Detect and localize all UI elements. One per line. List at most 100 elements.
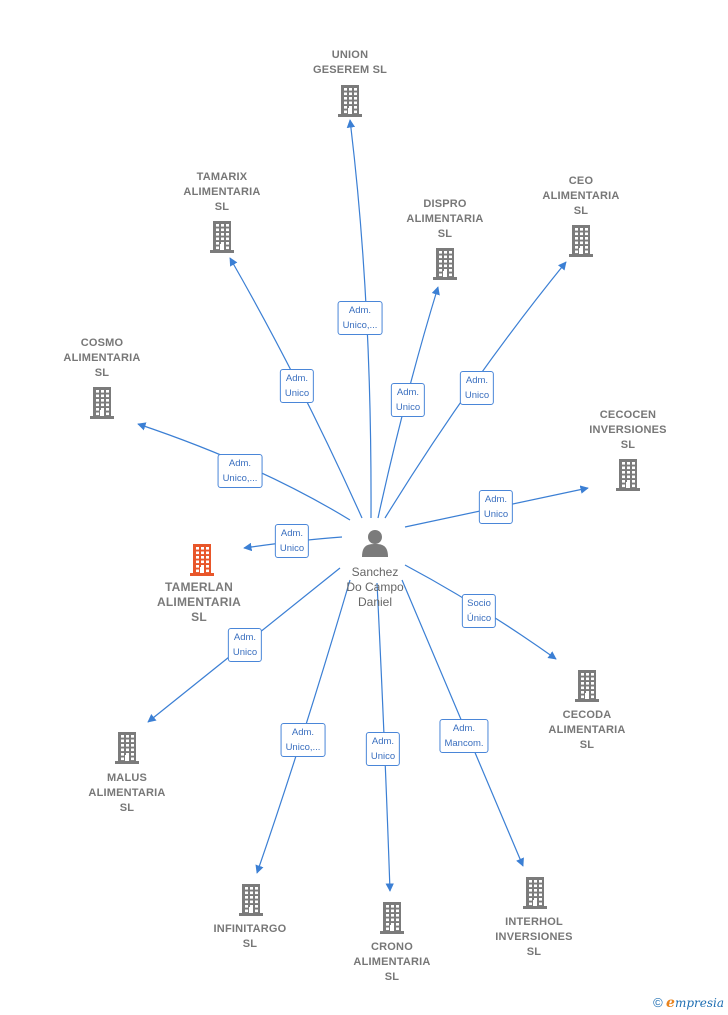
edge-label-line: Adm.: [291, 727, 315, 738]
brand-name: mpresia: [674, 996, 724, 1010]
company-label-line: ALIMENTARIA: [353, 956, 431, 968]
company-label-line: GESEREM SL: [312, 64, 388, 76]
company-label-line: CRONO: [371, 941, 413, 953]
building-icon[interactable]: [380, 902, 404, 934]
edge-label-line: Adm.: [371, 736, 395, 747]
edge-label-line: Unico,...: [222, 473, 258, 484]
building-icon[interactable]: [616, 459, 640, 491]
company-label-line: SL: [579, 739, 595, 751]
company-label-line: SL: [242, 938, 258, 950]
edge-label-line: Adm.: [465, 375, 489, 386]
empresia-watermark[interactable]: © empresia: [653, 995, 724, 1011]
company-label-ceo[interactable]: CEO ALIMENTARIA SL: [542, 174, 619, 219]
company-label-union[interactable]: UNION GESEREM SL: [313, 48, 387, 78]
edge-label-line: Unico: [395, 402, 421, 413]
edges-layer: [137, 119, 589, 892]
company-label-line: ALIMENTARIA: [88, 787, 166, 799]
person-icon[interactable]: [362, 530, 388, 557]
company-label-line: SL: [437, 228, 453, 240]
company-label-cosmo[interactable]: COSMO ALIMENTARIA SL: [63, 336, 140, 381]
edge-label-line: Unico: [370, 751, 396, 762]
building-icon[interactable]: [190, 544, 214, 576]
company-label-line: SL: [94, 367, 110, 379]
edge-label-line: Adm.: [396, 387, 420, 398]
building-icon[interactable]: [239, 884, 263, 916]
edge-label-line: Adm.: [285, 373, 309, 384]
copyright-icon: ©: [653, 995, 663, 1010]
edge-label-ceo[interactable]: Adm. Unico: [459, 371, 495, 405]
building-icon[interactable]: [575, 670, 599, 702]
edge-label-line: Único: [466, 613, 492, 624]
building-icon[interactable]: [90, 387, 114, 419]
company-label-line: ALIMENTARIA: [542, 190, 620, 202]
icons-layer: [90, 85, 640, 934]
company-label-line: SL: [384, 971, 400, 983]
person-label-line: Daniel: [357, 595, 393, 609]
company-label-line: TAMERLAN: [164, 580, 234, 594]
edge-label-union[interactable]: Adm. Unico,...: [337, 301, 383, 335]
edge-label-line: Unico,...: [285, 742, 321, 753]
company-label-line: INVERSIONES: [589, 424, 667, 436]
edge-label-line: Unico: [483, 509, 509, 520]
edge-label-tamerlan[interactable]: Adm. Unico: [274, 524, 310, 558]
building-icon[interactable]: [115, 732, 139, 764]
edge-label-line: Adm.: [228, 458, 252, 469]
edge-label-line: Unico: [232, 647, 258, 658]
company-label-line: SL: [573, 205, 589, 217]
building-icon[interactable]: [338, 85, 362, 117]
edge-label-line: Adm.: [452, 723, 476, 734]
edge-label-malus[interactable]: Adm. Unico: [227, 628, 263, 662]
edge-label-line: Unico: [279, 543, 305, 554]
company-label-line: COSMO: [80, 337, 124, 349]
company-label-interhol[interactable]: INTERHOL INVERSIONES SL: [495, 915, 572, 960]
company-label-line: INFINITARGO: [213, 923, 287, 935]
company-label-line: CEO: [568, 175, 594, 187]
company-label-line: INVERSIONES: [495, 931, 573, 943]
edge-label-line: Unico,...: [342, 320, 378, 331]
edge-label-cecocen[interactable]: Adm. Unico: [478, 490, 514, 524]
edge-label-line: Unico: [464, 390, 490, 401]
edge-label-crono[interactable]: Adm. Unico: [365, 732, 401, 766]
edge-label-line: Adm.: [233, 632, 257, 643]
company-label-line: UNION: [331, 49, 369, 61]
building-icon[interactable]: [210, 221, 234, 253]
edge-label-line: Adm.: [280, 528, 304, 539]
company-label-line: ALIMENTARIA: [63, 352, 141, 364]
edge-label-line: Mancom.: [444, 738, 484, 749]
edge-label-line: Adm.: [484, 494, 508, 505]
edge-label-line: Unico: [284, 388, 310, 399]
company-label-tamarix[interactable]: TAMARIX ALIMENTARIA SL: [183, 170, 260, 215]
brand-initial: e: [666, 995, 675, 1011]
edge-label-infinitargo[interactable]: Adm. Unico,...: [280, 723, 326, 757]
edge-label-interhol[interactable]: Adm. Mancom.: [439, 719, 489, 753]
building-icon[interactable]: [569, 225, 593, 257]
company-label-line: INTERHOL: [505, 916, 563, 928]
edge-label-line: Adm.: [348, 305, 372, 316]
company-label-line: ALIMENTARIA: [548, 724, 626, 736]
company-label-line: CECOCEN: [599, 409, 657, 421]
company-label-line: TAMARIX: [196, 171, 248, 183]
company-label-cecoda[interactable]: CECODA ALIMENTARIA SL: [548, 708, 625, 753]
company-label-line: MALUS: [106, 772, 148, 784]
edge-label-tamarix[interactable]: Adm. Unico: [279, 369, 315, 403]
company-label-line: ALIMENTARIA: [157, 595, 241, 609]
company-label-line: SL: [526, 946, 542, 958]
company-label-crono[interactable]: CRONO ALIMENTARIA SL: [353, 940, 430, 985]
company-label-line: ALIMENTARIA: [406, 213, 484, 225]
company-label-infinitargo[interactable]: INFINITARGO SL: [214, 922, 287, 952]
person-label-line: Do Campo: [346, 580, 404, 594]
building-icon[interactable]: [523, 877, 547, 909]
company-label-line: ALIMENTARIA: [183, 186, 261, 198]
company-label-line: CECODA: [562, 709, 612, 721]
edge-label-dispro[interactable]: Adm. Unico: [390, 383, 426, 417]
building-icon[interactable]: [433, 248, 457, 280]
company-label-line: SL: [214, 201, 230, 213]
edge-label-cosmo[interactable]: Adm. Unico,...: [217, 454, 263, 488]
